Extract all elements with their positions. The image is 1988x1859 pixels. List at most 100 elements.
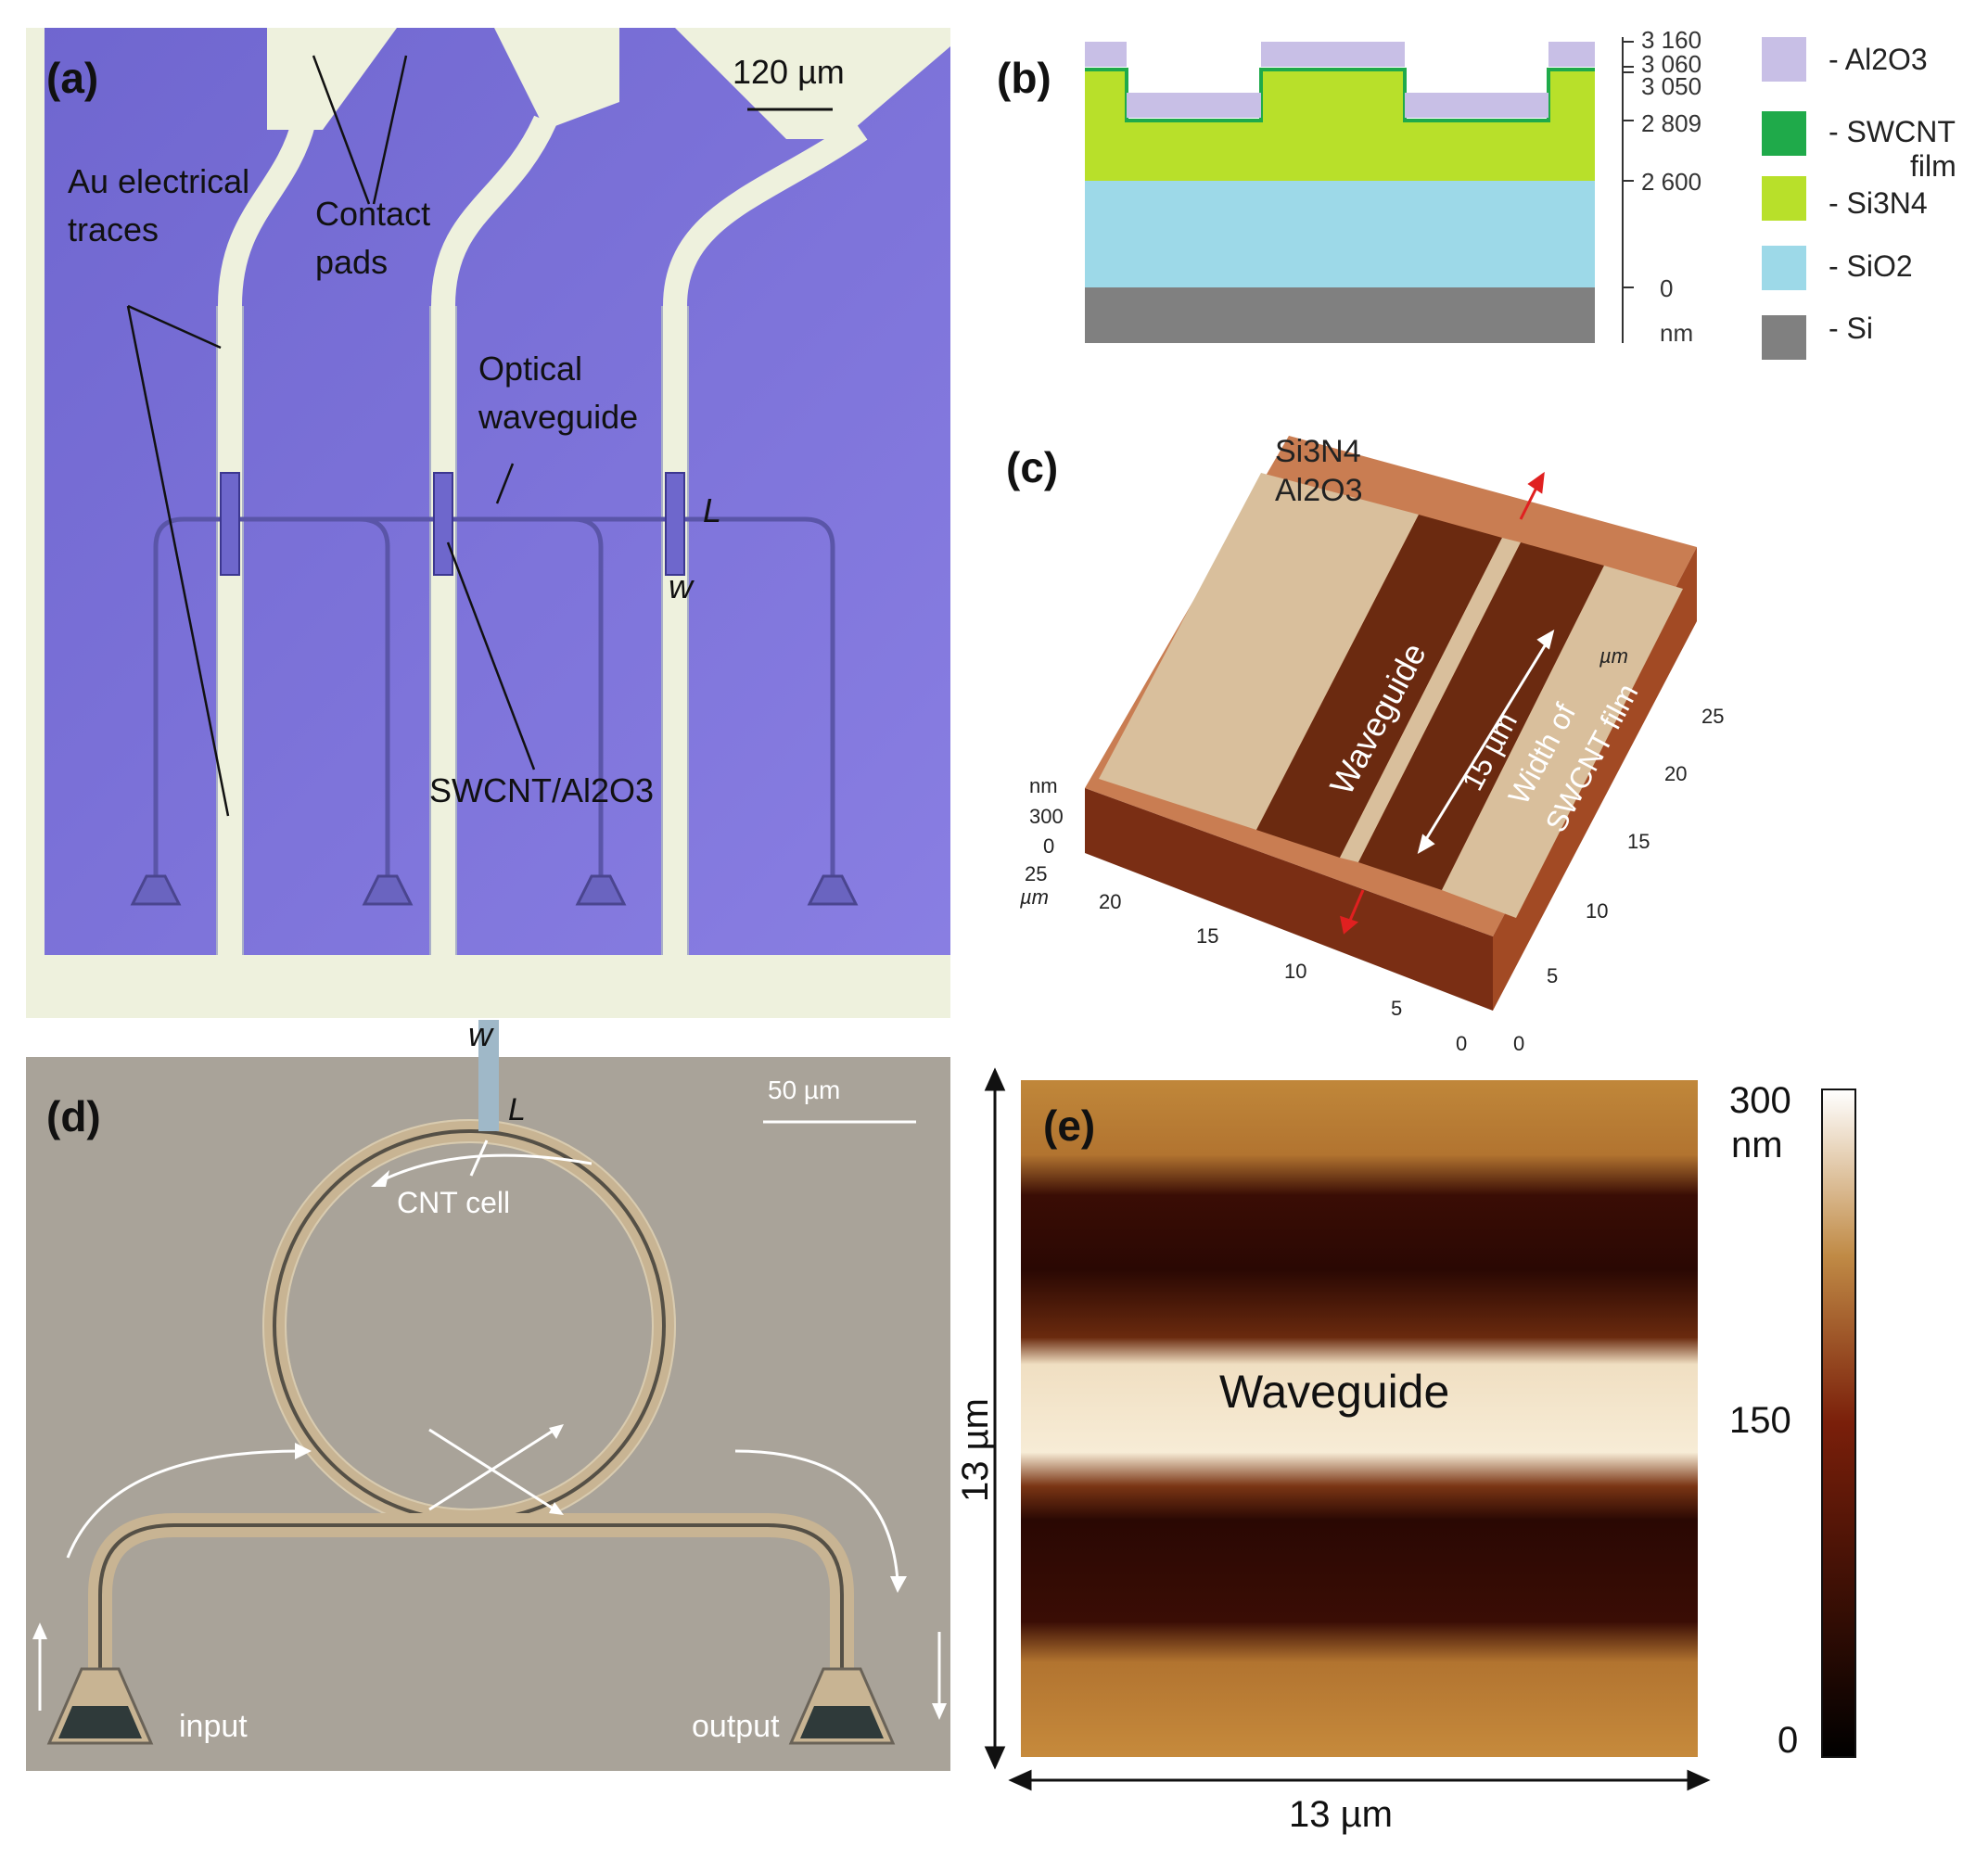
L-label-d: L — [508, 1092, 526, 1127]
optical-waveguide-label-1: Optical — [478, 350, 582, 388]
colorbar — [1821, 1089, 1856, 1758]
trench-left — [1256, 515, 1502, 858]
au-traces-label-1: Au electrical — [68, 162, 249, 200]
tick-0: 0 — [1660, 274, 1673, 302]
waveguide-label-map: Waveguide — [1219, 1366, 1449, 1418]
scale-bar-label: 120 µm — [733, 53, 845, 91]
panel-a-label: (a) — [46, 54, 98, 102]
tick-3060: 3 060 — [1641, 50, 1701, 78]
contact-pads-label-2: pads — [315, 243, 388, 281]
legend-label-al2o3: - Al2O3 — [1829, 43, 1928, 76]
z-tick-300: 300 — [1029, 805, 1064, 828]
x-dimension-label: 13 µm — [1289, 1794, 1393, 1835]
al2o3-tag: Al2O3 — [1275, 473, 1363, 508]
legend-swatch-sio2 — [1762, 246, 1806, 290]
colorbar-unit: nm — [1731, 1125, 1783, 1165]
tick-2809: 2 809 — [1641, 109, 1701, 137]
z-unit: nm — [1029, 774, 1058, 797]
panel-d-svg: (d) 50 µm w L CNT cell input — [26, 1015, 950, 1771]
panel-e-svg: (e) Waveguide 13 µm 13 µm 300 nm 150 0 — [955, 1067, 1856, 1835]
length-L-label: L — [703, 491, 721, 529]
svg-text:20: 20 — [1664, 762, 1687, 785]
legend-label-swcnt: - SWCNT — [1829, 115, 1956, 148]
w-label-d: w — [468, 1020, 494, 1053]
grating-couplers — [130, 874, 859, 906]
axis-unit-nm: nm — [1660, 319, 1693, 347]
cross-section-arrows — [1340, 471, 1545, 935]
scale-bar-label-d: 50 µm — [768, 1076, 840, 1104]
svg-text:5: 5 — [1391, 997, 1402, 1020]
legend-label-si: - Si — [1829, 312, 1873, 345]
svg-text:25: 25 — [1025, 862, 1047, 885]
panel-e-label: (e) — [1043, 1101, 1095, 1150]
panel-e-afm-map: (e) Waveguide 13 µm 13 µm 300 nm 150 0 — [955, 1020, 1988, 1836]
svg-text:0: 0 — [1456, 1032, 1467, 1055]
svg-text:0: 0 — [1513, 1032, 1524, 1055]
layer-al2o3 — [1085, 42, 1595, 118]
afm-right-face — [1493, 547, 1697, 1011]
legend-label-si3n4: - Si3N4 — [1829, 186, 1928, 220]
swcnt-al2o3-label: SWCNT/Al2O3 — [429, 771, 654, 809]
optical-waveguide-network — [153, 516, 835, 881]
panel-b-svg: (b) 3 160 3 060 3 050 2 809 2 600 0 nm -… — [997, 26, 1956, 360]
optical-waveguide-label-2: waveguide — [478, 398, 638, 436]
light-path-arrows — [38, 1140, 941, 1711]
colorbar-tick-300: 300 — [1729, 1080, 1791, 1121]
tick-2600: 2 600 — [1641, 168, 1701, 196]
svg-text:5: 5 — [1547, 964, 1558, 987]
si3n4-tag: Si3N4 — [1275, 434, 1361, 469]
svg-text:10: 10 — [1586, 899, 1608, 923]
panel-c-svg: (c) Waveguide 15 µm Width of SWCNT film … — [1006, 434, 1724, 1055]
panel-b-label: (b) — [997, 54, 1051, 102]
colorbar-tick-0: 0 — [1778, 1720, 1798, 1761]
svg-text:25: 25 — [1701, 705, 1724, 728]
layer-si3n4 — [1085, 70, 1595, 181]
tick-3160: 3 160 — [1641, 28, 1701, 54]
cnt-cell-label: CNT cell — [397, 1186, 510, 1219]
al2o3-left-block — [1099, 473, 1419, 830]
width-w-label: w — [669, 567, 695, 605]
panel-c-afm-3d: (c) Waveguide 15 µm Width of SWCNT film … — [992, 417, 1988, 1066]
legend-label-sio2: - SiO2 — [1829, 249, 1913, 283]
z-tick-0: 0 — [1043, 834, 1054, 858]
swcnt-cells — [220, 472, 685, 576]
panel-d-label: (d) — [46, 1092, 101, 1140]
tick-3050: 3 050 — [1641, 72, 1701, 100]
legend-swatch-si3n4 — [1762, 176, 1806, 221]
left-axis-ticks: 25 20 15 10 5 0 — [1025, 862, 1467, 1055]
legend-swatch-si — [1762, 315, 1806, 360]
contact-pad-2 — [494, 28, 619, 130]
cnt-cell-strip — [478, 1020, 499, 1131]
output-label: output — [692, 1709, 780, 1744]
y-dimension-label: 13 µm — [960, 1398, 996, 1502]
svg-text:15: 15 — [1627, 830, 1650, 853]
x-dimension-arrow — [1008, 1769, 1711, 1791]
left-axis-unit: µm — [1019, 885, 1049, 909]
panel-a-svg: (a) 120 µm Au electrical traces Contact … — [26, 28, 950, 1018]
right-axis-unit: µm — [1599, 644, 1628, 668]
svg-text:20: 20 — [1099, 890, 1121, 913]
film-width-arrow — [1417, 629, 1555, 855]
trench-right — [1358, 542, 1604, 890]
afm-height-map — [1021, 1080, 1698, 1757]
legend-label-swcnt-film: film — [1910, 149, 1956, 183]
y-dimension-arrow — [984, 1067, 1006, 1770]
layer-sio2 — [1085, 181, 1595, 287]
legend-swatch-al2o3 — [1762, 37, 1806, 82]
waveguide-ridge — [1340, 538, 1521, 862]
input-label: input — [179, 1709, 248, 1744]
au-traces-label-2: traces — [68, 210, 159, 248]
afm-front-face — [1085, 788, 1493, 1011]
layer-si — [1085, 287, 1595, 343]
panel-d-ring-resonator: (d) 50 µm w L CNT cell input — [26, 1015, 950, 1771]
legend-swatch-swcnt — [1762, 111, 1806, 156]
colorbar-tick-150: 150 — [1729, 1400, 1791, 1441]
au-traces — [218, 115, 868, 955]
contact-pad-1 — [267, 28, 397, 130]
bus-waveguide — [88, 1513, 854, 1687]
svg-text:10: 10 — [1284, 960, 1306, 983]
contact-pad-3 — [675, 28, 950, 139]
legend: - Al2O3 - SWCNT film - Si3N4 - SiO2 - Si — [1762, 37, 1956, 360]
panel-a-microscope-image: (a) 120 µm Au electrical traces Contact … — [26, 28, 950, 1018]
panel-b-cross-section: (b) 3 160 3 060 3 050 2 809 2 600 0 nm -… — [992, 26, 1988, 362]
